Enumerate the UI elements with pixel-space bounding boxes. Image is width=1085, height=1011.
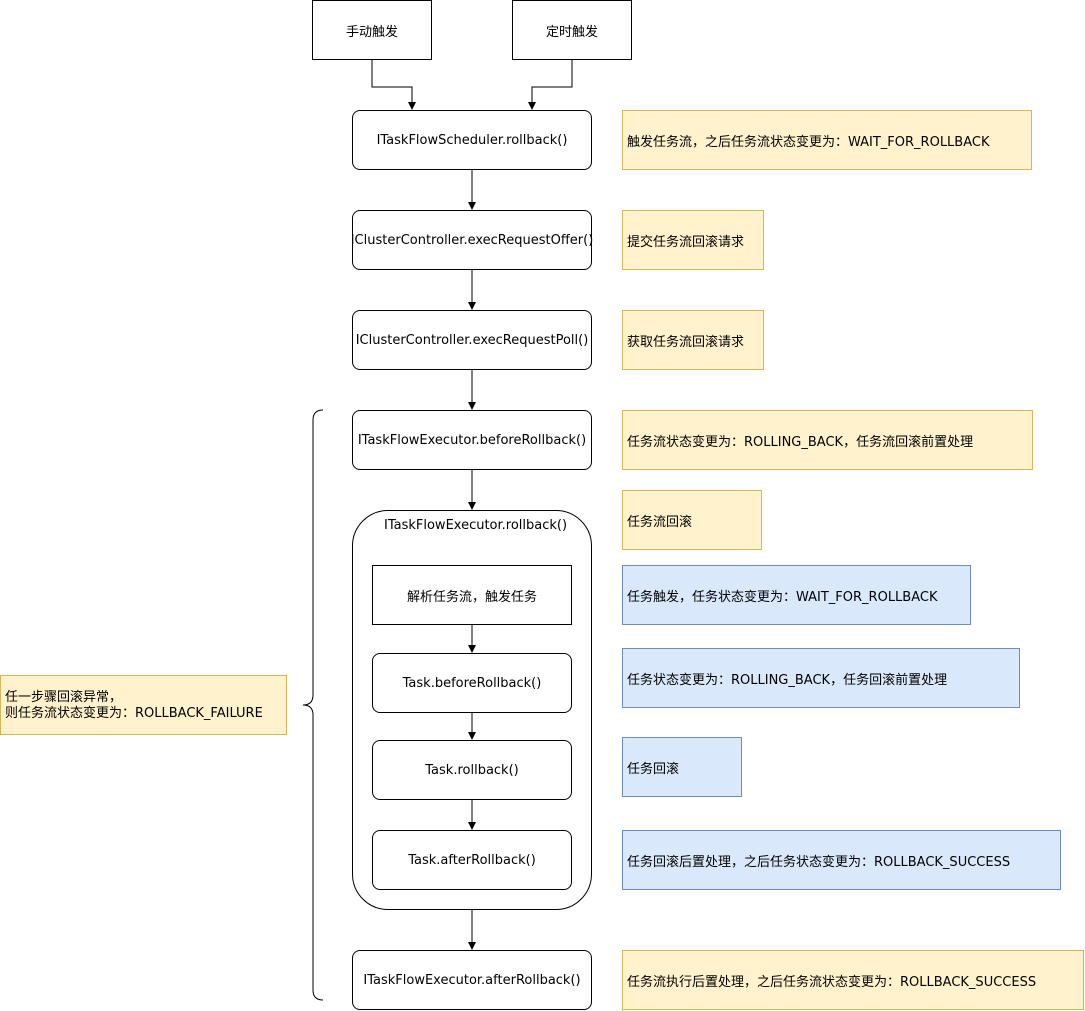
note-task-before-rollback: 任务状态变更为：ROLLING_BACK，任务回滚前置处理 <box>622 648 1020 708</box>
note-task-rollback: 任务回滚 <box>622 737 742 797</box>
note-exec-request-poll: 获取任务流回滚请求 <box>622 310 764 370</box>
failure-note-line2: 则任务流状态变更为：ROLLBACK_FAILURE <box>5 706 263 721</box>
note-before-rollback: 任务流状态变更为：ROLLING_BACK，任务流回滚前置处理 <box>622 410 1033 470</box>
exec-request-offer-step: IClusterController.execRequestOffer() <box>351 210 593 270</box>
task-rollback-step: Task.rollback() <box>372 740 572 800</box>
note-parse-flow: 任务触发，任务状态变更为：WAIT_FOR_ROLLBACK <box>622 565 971 625</box>
before-rollback-step: ITaskFlowExecutor.beforeRollback() <box>352 410 592 470</box>
arrow-timed-to-scheduler <box>528 60 573 110</box>
brace <box>302 409 324 1001</box>
executor-rollback-group <box>352 510 592 910</box>
arrow-manual-to-scheduler <box>371 60 416 110</box>
failure-note-line1: 任一步骤回滚异常， <box>5 690 123 705</box>
note-scheduler-rollback: 触发任务流，之后任务流状态变更为：WAIT_FOR_ROLLBACK <box>622 110 1032 170</box>
scheduler-rollback-step: ITaskFlowScheduler.rollback() <box>352 110 592 170</box>
task-before-rollback-step: Task.beforeRollback() <box>372 653 572 713</box>
failure-note: 任一步骤回滚异常， 则任务流状态变更为：ROLLBACK_FAILURE <box>0 675 287 735</box>
note-executor-rollback: 任务流回滚 <box>622 490 762 550</box>
manual-trigger-box: 手动触发 <box>312 0 432 60</box>
timed-trigger-box: 定时触发 <box>512 0 632 60</box>
after-rollback-step: ITaskFlowExecutor.afterRollback() <box>352 950 592 1010</box>
executor-rollback-title: ITaskFlowExecutor.rollback() <box>384 518 568 533</box>
note-task-after-rollback: 任务回滚后置处理，之后任务状态变更为：ROLLBACK_SUCCESS <box>622 830 1061 890</box>
exec-request-poll-step: IClusterController.execRequestPoll() <box>352 310 592 370</box>
parse-flow-step: 解析任务流，触发任务 <box>372 565 572 625</box>
note-after-rollback: 任务流执行后置处理，之后任务流状态变更为：ROLLBACK_SUCCESS <box>622 950 1084 1010</box>
task-after-rollback-step: Task.afterRollback() <box>372 830 572 890</box>
note-exec-request-offer: 提交任务流回滚请求 <box>622 210 764 270</box>
